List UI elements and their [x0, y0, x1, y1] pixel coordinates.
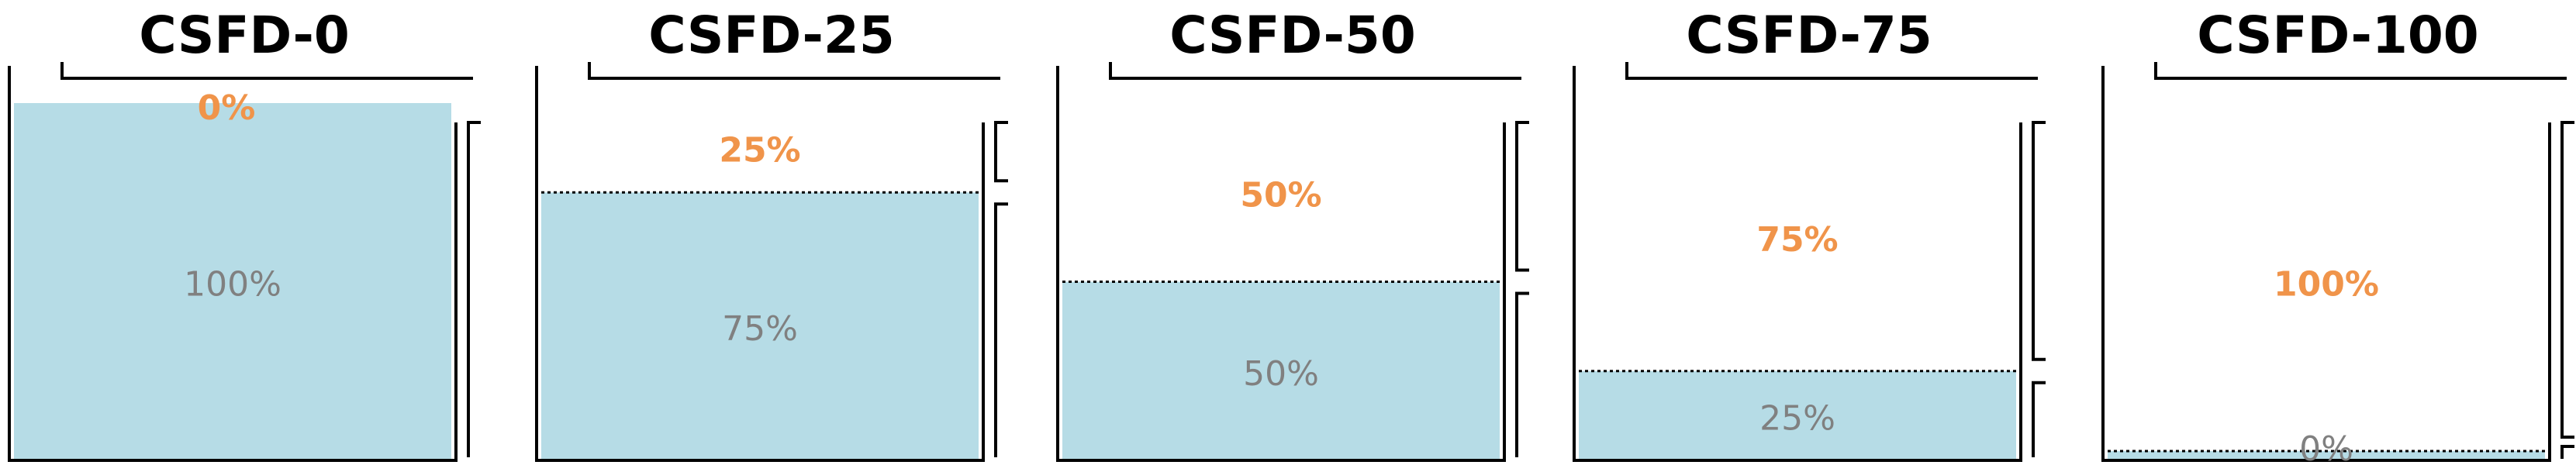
fill-bracket	[467, 121, 481, 457]
container-lid	[1625, 62, 2038, 80]
empty-space-bracket	[2032, 121, 2046, 361]
container-walls	[2101, 66, 2551, 462]
liquid-fill	[541, 192, 979, 460]
empty-percentage-label: 50%	[1240, 175, 1321, 215]
container-lid	[1109, 62, 1521, 80]
fill-percentage-label: 0%	[2299, 429, 2353, 469]
empty-space-bracket	[2560, 121, 2574, 439]
panel-title: CSFD-50	[1169, 5, 1416, 65]
liquid-fill	[1579, 370, 2016, 460]
container-walls	[8, 66, 458, 462]
empty-percentage-label: 0%	[198, 88, 256, 128]
fill-percentage-label: 50%	[1243, 354, 1319, 394]
fill-bracket	[2032, 381, 2046, 457]
empty-percentage-label: 25%	[719, 131, 800, 171]
fill-bracket	[994, 202, 1008, 457]
container-lid	[60, 62, 473, 80]
fill-bracket	[1515, 291, 1529, 457]
fill-bracket	[2560, 445, 2574, 459]
liquid-fill	[2108, 451, 2545, 460]
panel-title: CSFD-100	[2197, 5, 2478, 65]
empty-space-bracket	[994, 121, 1008, 183]
container-walls	[1573, 66, 2022, 462]
panel-title: CSFD-25	[648, 5, 895, 65]
empty-space-bracket	[1515, 121, 1529, 272]
empty-percentage-label: 75%	[1756, 220, 1838, 260]
fill-percentage-label: 25%	[1759, 398, 1835, 438]
container-walls	[535, 66, 985, 462]
container-lid	[2154, 62, 2567, 80]
container-walls	[1056, 66, 1506, 462]
empty-percentage-label: 100%	[2274, 265, 2379, 305]
fill-percentage-label: 75%	[722, 309, 798, 349]
panel-title: CSFD-0	[139, 5, 350, 65]
liquid-fill	[14, 103, 451, 460]
container-lid	[588, 62, 1000, 80]
fill-percentage-label: 100%	[184, 265, 281, 305]
liquid-fill	[1062, 281, 1500, 460]
panel-title: CSFD-75	[1686, 5, 1932, 65]
